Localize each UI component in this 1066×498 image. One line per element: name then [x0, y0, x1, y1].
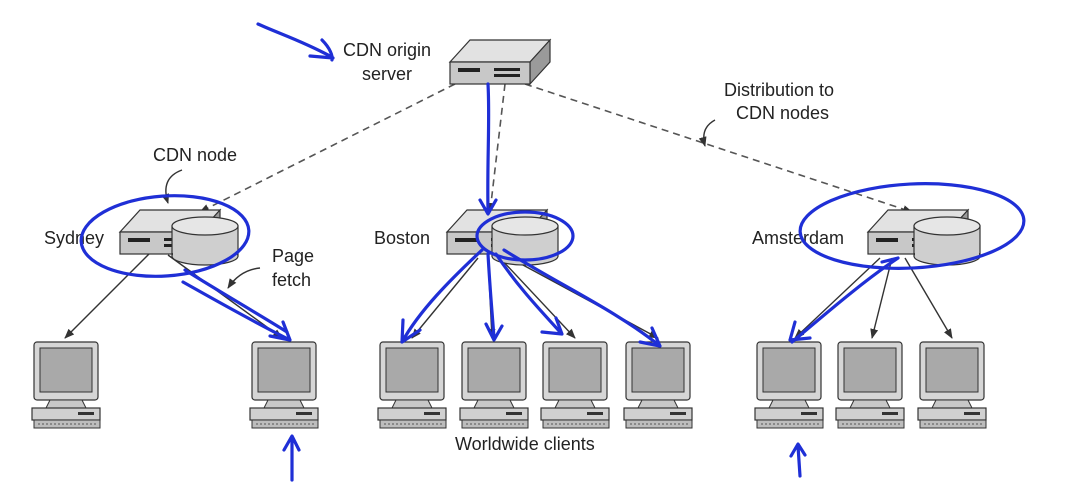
client-computer: [377, 341, 447, 429]
client-computer: [31, 341, 101, 429]
annotation-boston-to-clients: [400, 248, 662, 348]
page-fetch-label-line2: fetch: [272, 270, 311, 290]
annotation-pointer-stroke: [256, 22, 335, 62]
annotation-origin-to-boston: [478, 82, 498, 216]
worldwide-clients-label: Worldwide clients: [455, 434, 595, 454]
client-computer: [459, 341, 529, 429]
client-links: [64, 252, 953, 339]
annotation-circle-amsterdam: [798, 182, 1026, 270]
sydney-label: Sydney: [44, 228, 104, 248]
annotation-sydney-fetch: [181, 268, 292, 342]
worldwide-client-computers: [31, 341, 987, 429]
page-fetch-label-line1: Page: [272, 246, 314, 266]
callout-arrows: [161, 119, 716, 289]
annotation-amsterdam-link: [788, 256, 900, 344]
annotation-circle-sydney: [79, 194, 251, 278]
boston-label: Boston: [374, 228, 430, 248]
origin-label-line2: server: [362, 64, 412, 84]
cdn-node-label: CDN node: [153, 145, 237, 165]
client-computer: [754, 341, 824, 429]
annotation-up-arrow-amsterdam: [789, 442, 807, 478]
cdn-node-amsterdam: [867, 209, 981, 266]
cdn-node-sydney: [119, 209, 239, 266]
annotation-up-arrow-sydney: [282, 434, 301, 482]
client-computer: [540, 341, 610, 429]
handwritten-annotations: [79, 22, 1026, 482]
client-computer: [249, 341, 319, 429]
annotation-circle-boston: [475, 210, 575, 262]
origin-server: [449, 39, 551, 85]
distribution-lines: [199, 83, 913, 213]
client-computer: [835, 341, 905, 429]
distribution-label-line2: CDN nodes: [736, 103, 829, 123]
distribution-label-line1: Distribution to: [724, 80, 834, 100]
amsterdam-label: Amsterdam: [752, 228, 844, 248]
client-computer: [917, 341, 987, 429]
client-computer: [623, 341, 693, 429]
origin-label-line1: CDN origin: [343, 40, 431, 60]
